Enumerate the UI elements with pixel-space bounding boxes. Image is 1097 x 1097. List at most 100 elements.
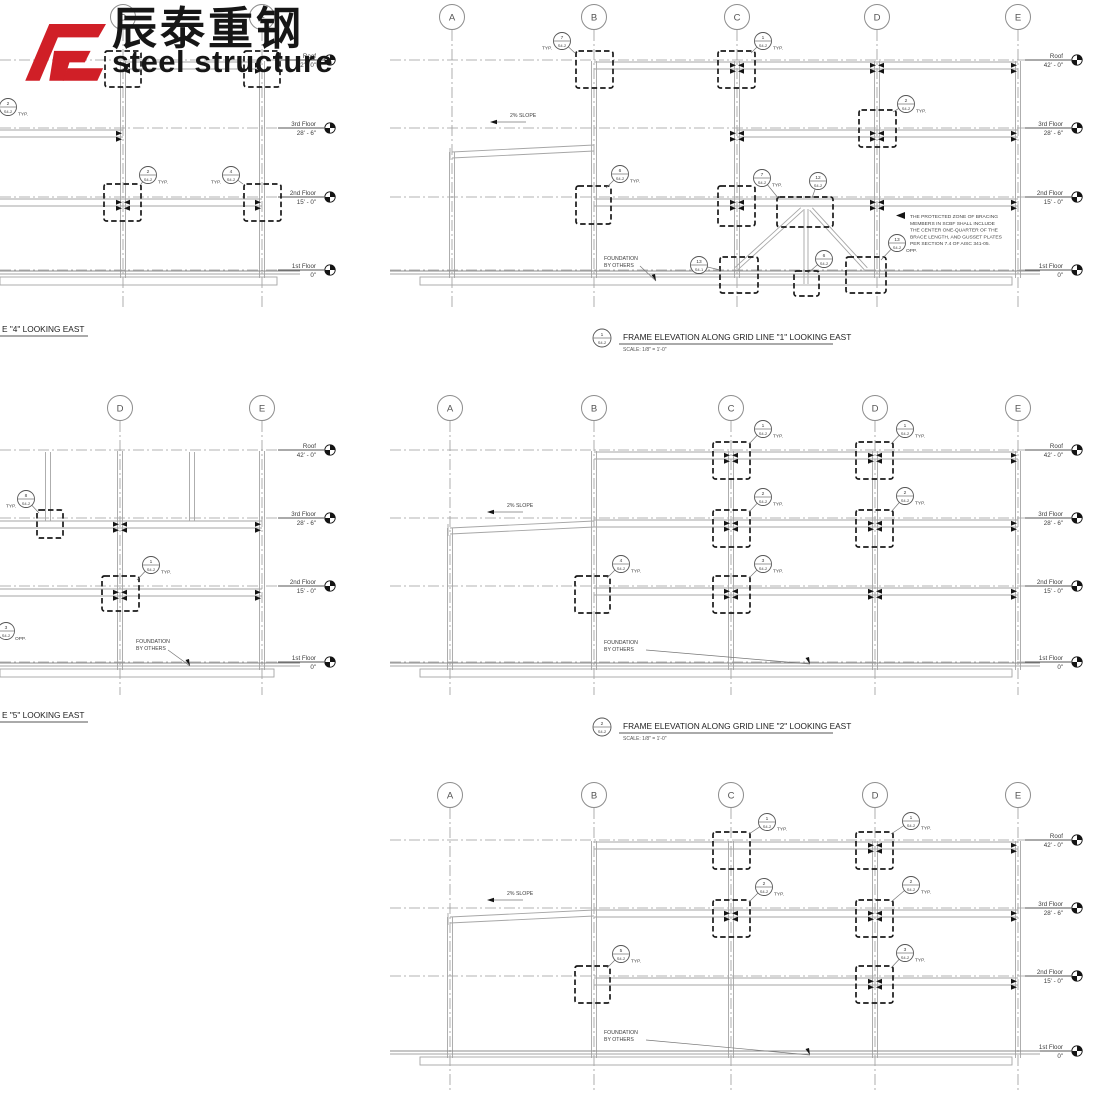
callout-sheet: S4-2 [617,956,626,961]
callout-number: 6 [823,253,826,259]
callout-sheet: S4-2 [820,261,829,266]
level-name: 1st Floor [292,655,316,662]
logo-mark [25,23,106,81]
callout-sheet: S4-2 [814,183,823,188]
callout-number: 1 [762,35,765,41]
connection-detail-box [712,575,751,614]
logo-chinese-text: 辰泰重钢 [112,2,305,55]
grid-bubble [249,395,275,421]
callout-sheet: S4-2 [759,499,768,504]
connection-detail-box [845,256,887,294]
typ-label: TYP. [773,569,783,575]
foundation-strip [419,1056,1013,1066]
level-elevation: 0" [310,272,316,279]
callout-number: 1 [766,816,769,822]
level-elevation: 42' - 0" [297,62,316,69]
grid-letter: E [1015,403,1021,414]
level-name: 3rd Floor [291,511,316,518]
callout-number: 2 [904,490,907,496]
level-name: 1st Floor [1039,263,1063,270]
level-name: 3rd Floor [1038,121,1063,128]
drawing-title: E "4" LOOKING EAST [2,324,84,334]
grid-bubble [581,395,607,421]
slope-label: 2% SLOPE [507,503,534,509]
connection-detail-box [574,965,611,1004]
connection-detail-box [776,196,834,228]
connection-detail-box [103,183,142,222]
connection-detail-box [855,899,894,938]
callout-sheet: S4-2 [901,955,910,960]
foundation-note: FOUNDATION [136,639,170,645]
callout-sheet: S4-2 [759,431,768,436]
drawing-title: FRAME ELEVATION ALONG GRID LINE "2" LOOK… [623,721,851,731]
grid-bubble [718,782,744,808]
grid-bubble [437,782,463,808]
level-elevation: 15' - 0" [297,588,316,595]
connection-detail-box [575,50,614,89]
grid-bubble [724,4,750,30]
grid-bubble [107,395,133,421]
foundation-note: BY OTHERS [604,647,634,653]
typ-label: TYP. [921,890,931,896]
title-ref-sheet: S4-2 [598,340,607,345]
level-elevation: 28' - 6" [1044,130,1063,137]
level-elevation: 0" [1057,1053,1063,1060]
callout-number: 3 [5,625,8,631]
callout-number: 1 [904,423,907,429]
grid-bubble [249,4,275,30]
level-elevation: 15' - 0" [1044,978,1063,985]
title-ref-number: 1 [601,332,604,338]
level-elevation: 0" [1057,272,1063,279]
typ-label: TYP. [158,180,168,186]
callout-sheet: S4-1 [695,267,704,272]
level-elevation: 28' - 6" [1044,910,1063,917]
level-elevation: 42' - 0" [1044,62,1063,69]
grid-letter: C [728,403,735,414]
connection-detail-box [243,50,281,88]
callout-number: 2 [762,491,765,497]
grid-letter: D [117,403,124,414]
typ-label: TYP. [774,892,784,898]
drawing-title: E "5" LOOKING EAST [2,710,84,720]
level-elevation: 15' - 0" [1044,588,1063,595]
title-ref-number: 2 [601,721,604,727]
drawing-title: FRAME ELEVATION ALONG GRID LINE "1" LOOK… [623,332,851,342]
callout-sheet: S4-2 [907,887,916,892]
slope-label: 2% SLOPE [507,891,534,897]
grid-letter: D [120,12,127,23]
grid-letter: D [872,403,879,414]
foundation-strip [419,668,1013,678]
foundation-note: BY OTHERS [604,263,634,269]
level-name: 1st Floor [1039,1044,1063,1051]
slope-label: 2% SLOPE [510,113,537,119]
level-name: 2nd Floor [290,190,316,197]
grid-bubble [864,4,890,30]
callout-sheet: S4-2 [763,824,772,829]
level-name: 1st Floor [1039,655,1063,662]
connection-detail-box [712,441,751,480]
drawing-scale: SCALE: 1/8" = 1'-0" [623,347,667,353]
connection-detail-box [104,50,142,88]
typ-label: TYP. [631,959,641,965]
scbf-note-line: PER SECTION 7.4 OF AISC 341-05. [910,241,990,247]
grid-bubble [862,395,888,421]
callout-number: 3 [904,947,907,953]
typ-label: TYP. [773,46,783,52]
grid-letter: B [591,12,597,23]
callout-sheet: S4-2 [901,431,910,436]
callout-number: 7 [561,35,564,41]
callout-sheet: S4-2 [758,180,767,185]
level-elevation: 0" [310,664,316,671]
callout-number: 5 [620,948,623,954]
